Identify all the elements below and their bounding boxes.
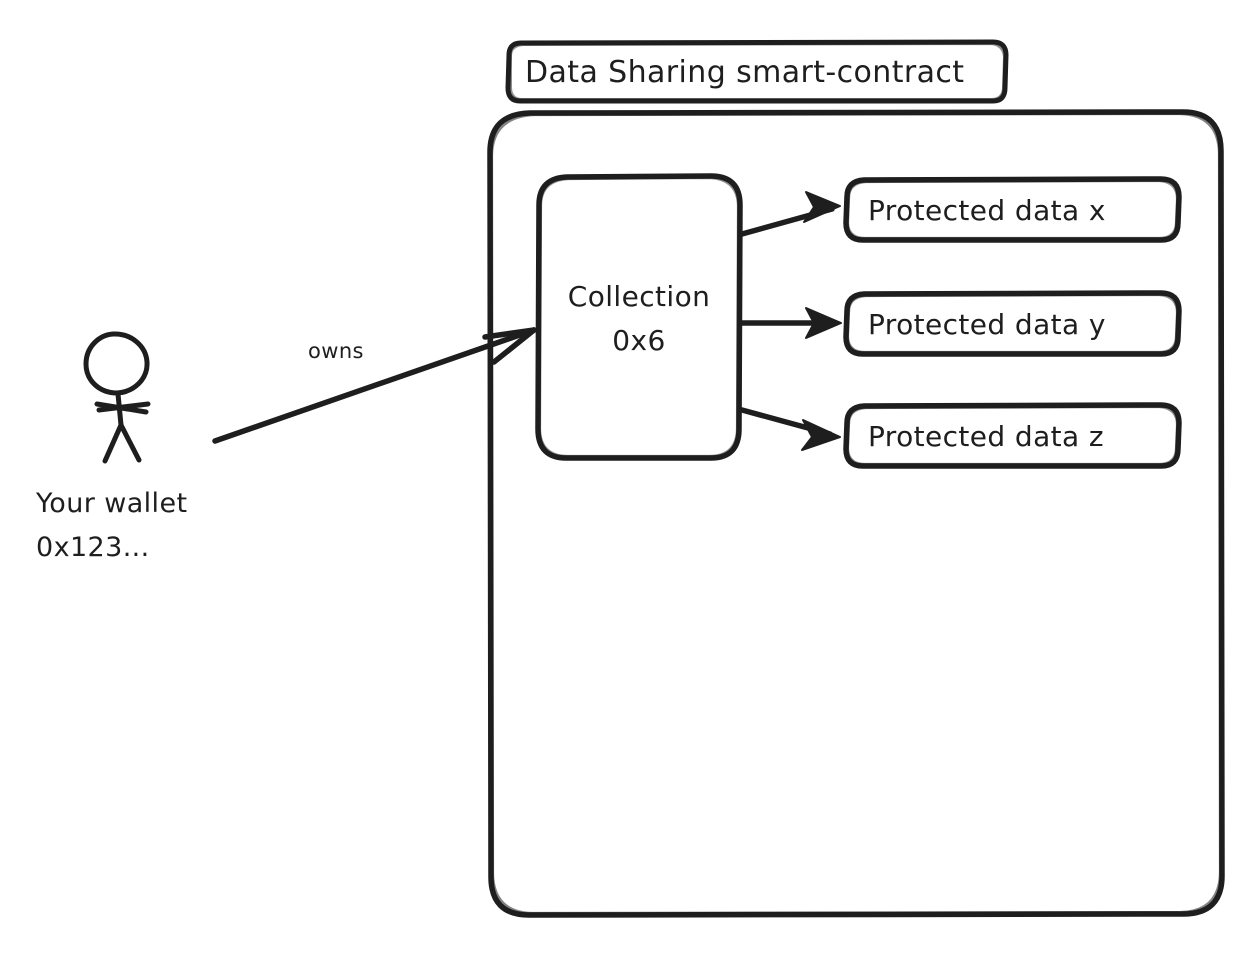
edge-wallet-owns-collection: owns (212, 327, 537, 444)
collection-node: Collection 0x6 (535, 173, 743, 461)
contract-title-box: Data Sharing smart-contract (505, 39, 1009, 104)
edge-label-owns: owns (308, 339, 364, 363)
edge-collection-to-z (739, 407, 841, 451)
protected-data-y-node: Protected data y (843, 290, 1182, 357)
smart-contract-container (487, 109, 1225, 918)
protected-data-y-label: Protected data y (868, 308, 1106, 341)
wallet-label-line1: Your wallet (35, 488, 187, 519)
edge-collection-to-y (739, 307, 842, 339)
wallet-label-line2: 0x123... (36, 532, 150, 563)
protected-data-z-label: Protected data z (868, 420, 1104, 453)
stick-figure-person-icon (83, 331, 151, 464)
protected-data-x-label: Protected data x (868, 194, 1106, 227)
protected-data-x-node: Protected data x (843, 176, 1182, 243)
contract-title: Data Sharing smart-contract (525, 55, 964, 90)
collection-label-line2: 0x6 (612, 324, 665, 357)
collection-label-line1: Collection (568, 280, 711, 313)
wallet-label: Your wallet 0x123... (35, 488, 187, 563)
edge-collection-to-x (739, 191, 841, 237)
protected-data-z-node: Protected data z (843, 402, 1182, 469)
